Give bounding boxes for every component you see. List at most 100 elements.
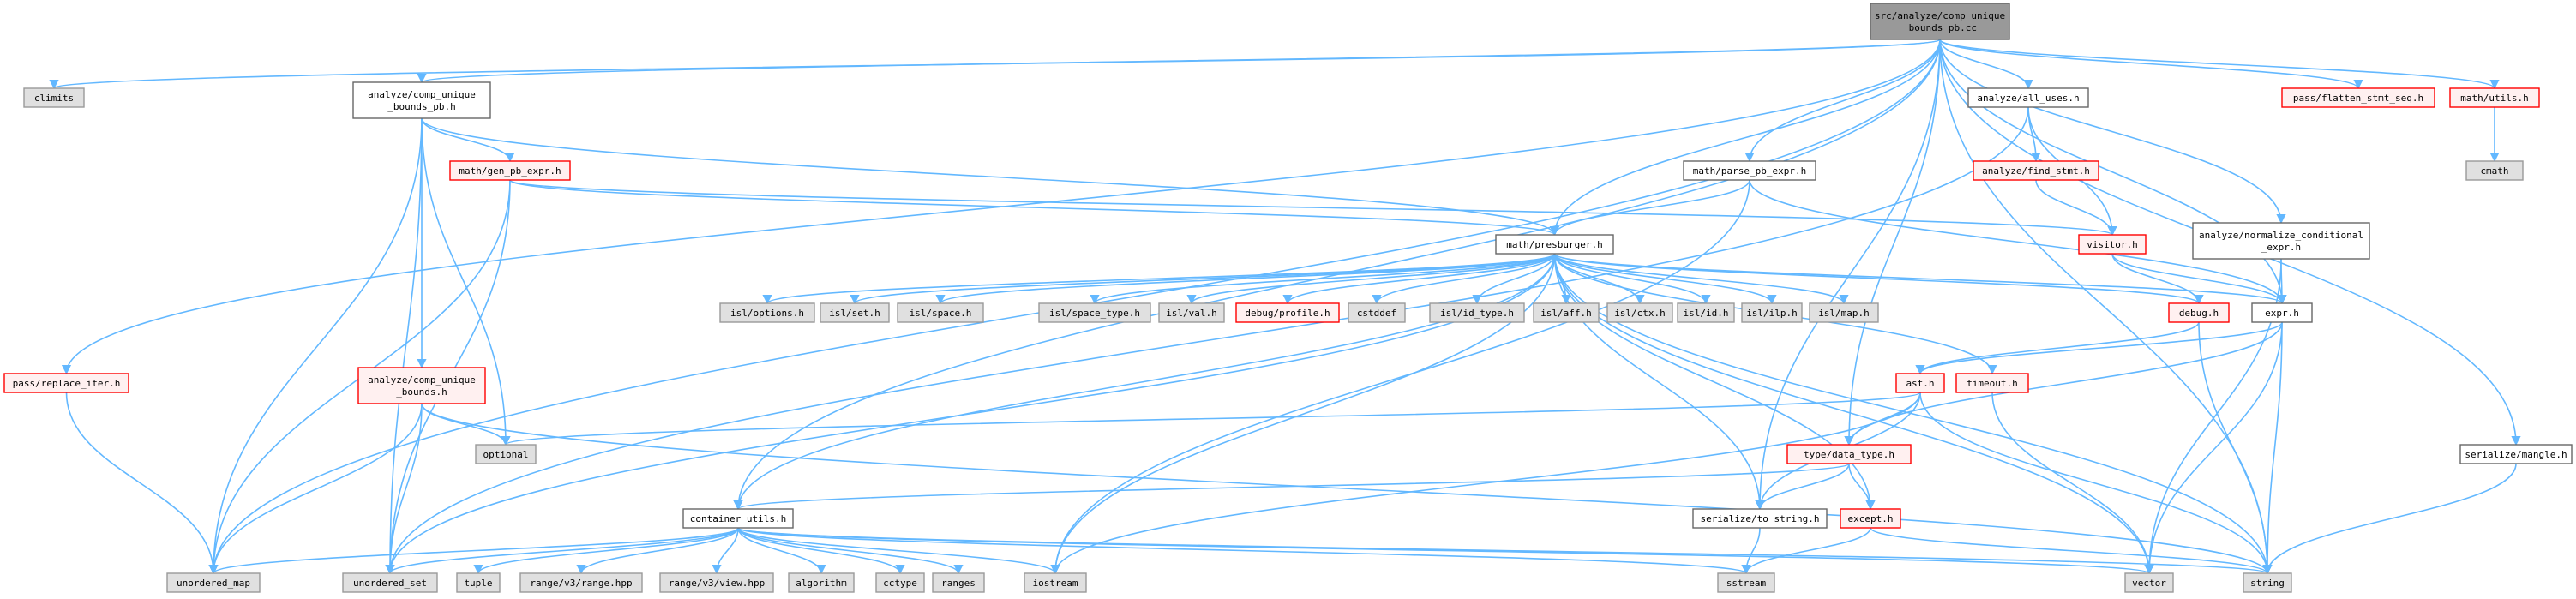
node-isl-aff[interactable]: isl/aff.h bbox=[1533, 302, 1600, 323]
node-label: pass/replace_iter.h bbox=[13, 378, 121, 389]
node-label: isl/val.h bbox=[1166, 308, 1217, 319]
node-algorithm[interactable]: algorithm bbox=[788, 572, 855, 593]
node-replace-iter[interactable]: pass/replace_iter.h bbox=[3, 373, 129, 393]
node-isl-ctx[interactable]: isl/ctx.h bbox=[1606, 302, 1673, 323]
node-data-type[interactable]: type/data_type.h bbox=[1786, 444, 1912, 464]
edge-mangle-to-string bbox=[2262, 463, 2517, 575]
node-climits[interactable]: climits bbox=[23, 87, 85, 108]
node-presburger[interactable]: math/presburger.h bbox=[1495, 234, 1614, 255]
node-box bbox=[2465, 160, 2524, 181]
node-box bbox=[1741, 302, 1803, 323]
node-optional[interactable]: optional bbox=[475, 444, 537, 464]
node-to-string[interactable]: serialize/to_string.h bbox=[1692, 508, 1828, 529]
node-isl-ilp[interactable]: isl/ilp.h bbox=[1741, 302, 1803, 323]
node-label: analyze/comp_unique bbox=[368, 374, 476, 386]
node-vector[interactable]: vector bbox=[2124, 572, 2174, 593]
node-root[interactable]: src/analyze/comp_unique_bounds_pb.cc bbox=[1870, 3, 2010, 40]
node-container-utils[interactable]: container_utils.h bbox=[682, 508, 794, 529]
edge-acub-pb-h-to-optional bbox=[421, 117, 511, 446]
node-debug-h[interactable]: debug.h bbox=[2168, 302, 2230, 323]
node-isl-id-type[interactable]: isl/id_type.h bbox=[1429, 302, 1525, 323]
node-find-stmt[interactable]: analyze/find_stmt.h bbox=[1973, 160, 2099, 181]
node-isl-options[interactable]: isl/options.h bbox=[719, 302, 815, 323]
edge-to-string-to-sstream bbox=[1741, 527, 1761, 575]
node-isl-id[interactable]: isl/id.h bbox=[1677, 302, 1735, 323]
edge-container-utils-to-unordered-set bbox=[385, 527, 739, 575]
node-acub-pb-h[interactable]: analyze/comp_unique_bounds_pb.h bbox=[352, 81, 491, 119]
edge-acub-pb-h-to-gen-pb bbox=[421, 117, 515, 163]
node-expr-h[interactable]: expr.h bbox=[2251, 302, 2313, 323]
node-label: ast.h bbox=[1906, 378, 1934, 389]
node-label: visitor.h bbox=[2087, 239, 2138, 250]
edge-container-utils-to-algorithm bbox=[737, 527, 826, 575]
node-box bbox=[1038, 302, 1151, 323]
node-label: isl/ctx.h bbox=[1614, 308, 1666, 319]
node-box bbox=[2168, 302, 2230, 323]
node-iostream[interactable]: iostream bbox=[1024, 572, 1087, 593]
edge-container-utils-to-cctype bbox=[737, 527, 905, 575]
edge-presburger-to-debug-profile bbox=[1282, 253, 1556, 305]
node-label: src/analyze/comp_unique bbox=[1875, 10, 2005, 21]
edge-root-to-presburger bbox=[1549, 39, 1941, 237]
node-box bbox=[2078, 234, 2147, 255]
edge-container-utils-to-iostream bbox=[737, 527, 1060, 575]
node-all-uses[interactable]: analyze/all_uses.h bbox=[1967, 87, 2089, 108]
node-box bbox=[1429, 302, 1525, 323]
edge-acub-h-to-unordered-set bbox=[385, 403, 423, 575]
node-label: container_utils.h bbox=[690, 513, 787, 524]
node-label: analyze/find_stmt.h bbox=[1982, 165, 2090, 177]
edge-root-to-all-uses bbox=[1939, 39, 2033, 90]
node-cstddef[interactable]: cstddef bbox=[1348, 302, 1406, 323]
node-except[interactable]: except.h bbox=[1840, 508, 1901, 529]
node-ranges[interactable]: ranges bbox=[932, 572, 985, 593]
edge-root-to-math-utils bbox=[1939, 39, 2500, 90]
node-gen-pb[interactable]: math/gen_pb_expr.h bbox=[449, 160, 571, 181]
node-sstream[interactable]: sstream bbox=[1717, 572, 1775, 593]
node-isl-map[interactable]: isl/map.h bbox=[1809, 302, 1879, 323]
edge-layer bbox=[50, 39, 2521, 575]
node-unordered-map[interactable]: unordered_map bbox=[166, 572, 261, 593]
node-label: isl/space_type.h bbox=[1049, 308, 1140, 319]
node-label: iostream bbox=[1033, 578, 1078, 589]
node-label: algorithm bbox=[796, 578, 847, 589]
node-tuple[interactable]: tuple bbox=[456, 572, 501, 593]
node-view-hpp[interactable]: range/v3/view.hpp bbox=[659, 572, 774, 593]
node-string[interactable]: string bbox=[2243, 572, 2292, 593]
node-acub-h[interactable]: analyze/comp_unique_bounds.h bbox=[357, 367, 486, 404]
node-isl-set[interactable]: isl/set.h bbox=[820, 302, 890, 323]
edge-parse-pb-to-presburger bbox=[1549, 179, 1750, 237]
edge-replace-iter-to-unordered-map bbox=[65, 392, 219, 575]
node-cctype[interactable]: cctype bbox=[875, 572, 925, 593]
node-mangle[interactable]: serialize/mangle.h bbox=[2459, 444, 2573, 464]
node-label: math/parse_pb_expr.h bbox=[1693, 165, 1806, 177]
node-normalize[interactable]: analyze/normalize_conditional_expr.h bbox=[2192, 222, 2370, 260]
node-label: except.h bbox=[1848, 513, 1894, 524]
edge-gen-pb-to-visitor bbox=[509, 179, 2117, 237]
node-label: analyze/comp_unique bbox=[368, 89, 476, 100]
edge-except-to-string bbox=[1870, 527, 2273, 575]
node-isl-val[interactable]: isl/val.h bbox=[1158, 302, 1225, 323]
edge-acub-pb-h-to-unordered-map bbox=[208, 117, 423, 575]
node-box bbox=[2124, 572, 2174, 593]
node-box bbox=[1967, 87, 2089, 108]
node-flatten[interactable]: pass/flatten_stmt_seq.h bbox=[2281, 87, 2435, 108]
node-debug-profile[interactable]: debug/profile.h bbox=[1235, 302, 1340, 323]
node-label: string bbox=[2250, 578, 2285, 589]
node-range-hpp[interactable]: range/v3/range.hpp bbox=[519, 572, 643, 593]
node-isl-space[interactable]: isl/space.h bbox=[897, 302, 984, 323]
node-visitor[interactable]: visitor.h bbox=[2078, 234, 2147, 255]
node-label: isl/ilp.h bbox=[1746, 308, 1798, 319]
node-parse-pb[interactable]: math/parse_pb_expr.h bbox=[1683, 160, 1816, 181]
node-unordered-set[interactable]: unordered_set bbox=[342, 572, 438, 593]
node-ast-h[interactable]: ast.h bbox=[1895, 373, 1945, 393]
node-math-utils[interactable]: math/utils.h bbox=[2449, 87, 2540, 108]
node-label: _expr.h bbox=[2261, 242, 2301, 253]
edge-visitor-to-expr-h bbox=[2111, 253, 2287, 305]
node-isl-space-type[interactable]: isl/space_type.h bbox=[1038, 302, 1151, 323]
node-box bbox=[932, 572, 985, 593]
node-timeout[interactable]: timeout.h bbox=[1955, 373, 2029, 393]
node-cmath[interactable]: cmath bbox=[2465, 160, 2524, 181]
node-box bbox=[1024, 572, 1087, 593]
node-box bbox=[659, 572, 774, 593]
node-box bbox=[2192, 222, 2370, 260]
